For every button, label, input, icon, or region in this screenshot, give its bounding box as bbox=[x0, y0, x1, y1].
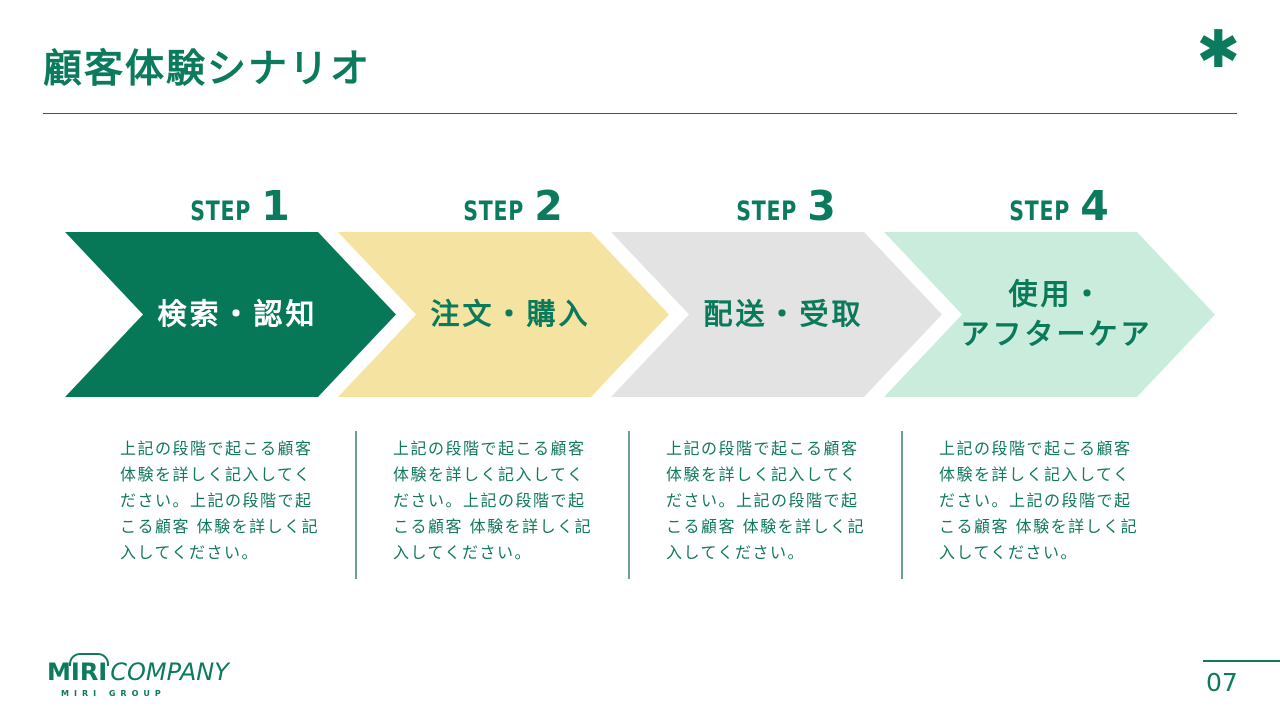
step-number: 3 bbox=[807, 182, 836, 230]
step-column-4: STEP 4 使用・ アフターケア 上記の段階で起こる顧客体験を詳しく記入してく… bbox=[884, 182, 1215, 602]
column-divider bbox=[355, 431, 357, 579]
step-description-4: 上記の段階で起こる顧客体験を詳しく記入してください。上記の段階で起こる顧客 体験… bbox=[939, 439, 1139, 562]
step-number: 4 bbox=[1080, 182, 1109, 230]
step-number: 1 bbox=[261, 182, 290, 230]
step-label-4: STEP 4 bbox=[884, 182, 1215, 230]
arrow-label-line: アフターケア bbox=[960, 316, 1153, 351]
arrow-label-line: 検索・認知 bbox=[157, 296, 318, 331]
step-column-3: STEP 3 配送・受取 上記の段階で起こる顧客体験を詳しく記入してください。上… bbox=[611, 182, 942, 602]
logo-arch-letters: IRI bbox=[68, 653, 110, 684]
arrow-label-line: 使用・ bbox=[1008, 277, 1105, 312]
logo-arch-icon bbox=[68, 653, 110, 666]
step-label-3: STEP 3 bbox=[611, 182, 942, 230]
arrow-label-line: 注文・購入 bbox=[430, 296, 591, 331]
step-label-2: STEP 2 bbox=[338, 182, 669, 230]
arrow-label: 検索・認知 bbox=[157, 295, 317, 334]
step-word: STEP bbox=[1009, 196, 1071, 227]
page-title: 顧客体験シナリオ bbox=[43, 47, 372, 92]
company-logo: M IRI COMPANY MIRI GROUP bbox=[47, 653, 229, 698]
column-divider bbox=[901, 431, 903, 579]
arrow-label: 注文・購入 bbox=[430, 295, 590, 334]
page-number-block: 07 bbox=[1203, 660, 1280, 697]
step-column-2: STEP 2 注文・購入 上記の段階で起こる顧客体験を詳しく記入してください。上… bbox=[338, 182, 669, 602]
step-word: STEP bbox=[190, 196, 252, 227]
logo-text: M bbox=[47, 658, 71, 686]
step-description-1: 上記の段階で起こる顧客体験を詳しく記入してください。上記の段階で起こる顧客 体験… bbox=[120, 439, 320, 562]
step-label-1: STEP 1 bbox=[65, 182, 396, 230]
step-number: 2 bbox=[534, 182, 563, 230]
step-word: STEP bbox=[736, 196, 798, 227]
step-description-3: 上記の段階で起こる顧客体験を詳しく記入してください。上記の段階で起こる顧客 体験… bbox=[666, 439, 866, 562]
logo-tagline: MIRI GROUP bbox=[61, 689, 166, 698]
page-number: 07 bbox=[1206, 668, 1238, 697]
step-arrow-4: 使用・ アフターケア bbox=[884, 232, 1215, 397]
step-column-1: STEP 1 検索・認知 上記の段階で起こる顧客体験を詳しく記入してください。上… bbox=[65, 182, 396, 602]
step-description-2: 上記の段階で起こる顧客体験を詳しく記入してください。上記の段階で起こる顧客 体験… bbox=[393, 439, 593, 562]
arrow-label: 使用・ アフターケア bbox=[960, 275, 1152, 353]
step-word: STEP bbox=[463, 196, 525, 227]
logo-wordmark: M IRI COMPANY bbox=[47, 653, 229, 686]
title-divider bbox=[43, 113, 1237, 114]
logo-text: COMPANY bbox=[110, 658, 229, 686]
column-divider bbox=[628, 431, 630, 579]
arrow-label: 配送・受取 bbox=[703, 295, 863, 334]
asterisk-icon: ✱ bbox=[1196, 20, 1240, 80]
arrow-label-line: 配送・受取 bbox=[703, 296, 864, 331]
